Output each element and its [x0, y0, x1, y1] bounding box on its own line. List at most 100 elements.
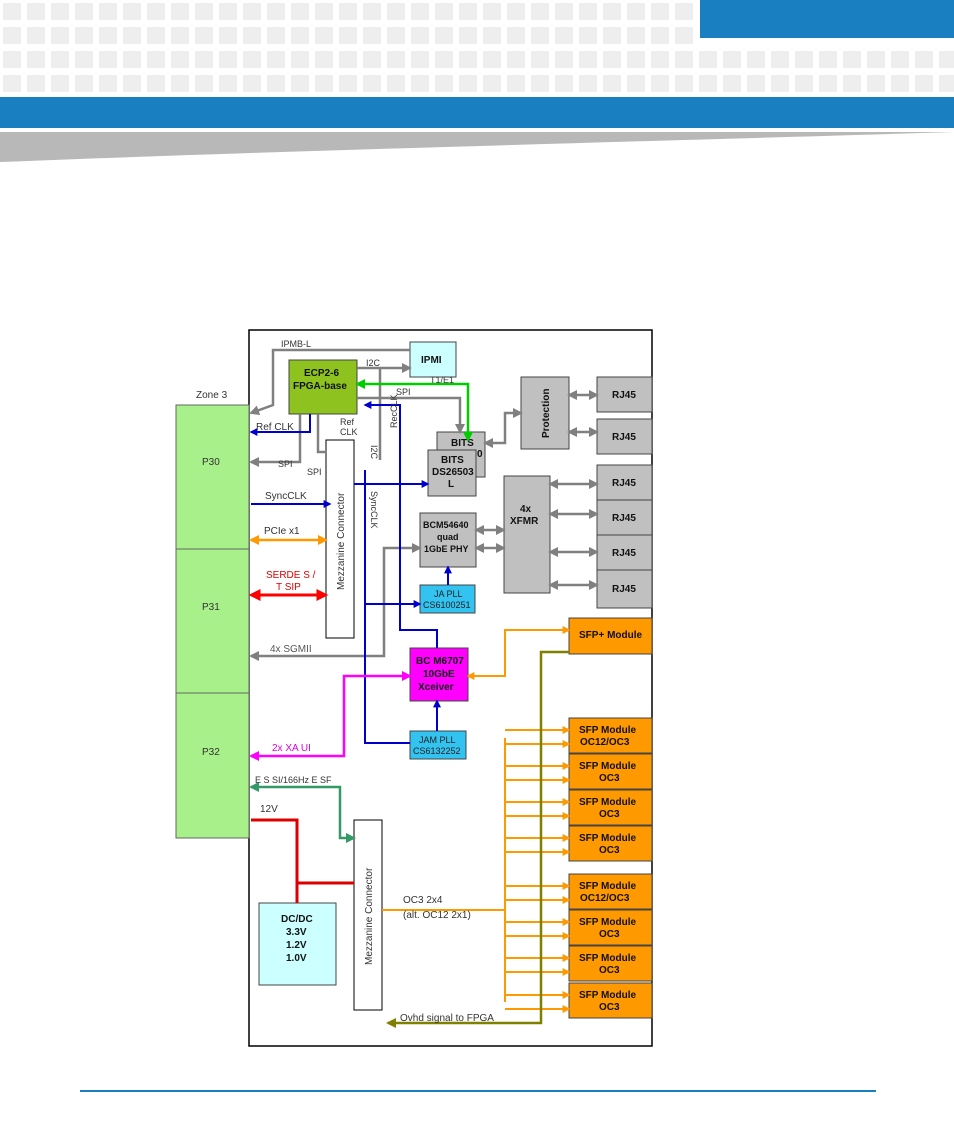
rj45-port: [596, 534, 653, 571]
fpga-line1: ECP2-6: [304, 368, 339, 379]
header-grid-tile: [723, 51, 741, 68]
header-grid-tile: [291, 51, 309, 68]
header-grid-tile: [507, 27, 525, 44]
header-grid-tile: [795, 51, 813, 68]
bits-protection-link: [483, 408, 523, 448]
header-grid-tile: [603, 51, 621, 68]
connector-p31: [175, 548, 250, 694]
phy-line2: quad: [437, 532, 459, 542]
label-syncclk: SyncCLK: [265, 491, 307, 502]
header-grid-tile: [771, 75, 789, 92]
header-grid-tile: [603, 3, 621, 20]
header-grid-tile: [123, 3, 141, 20]
ipmi-label: IPMI: [421, 355, 442, 366]
header-grid-tile: [51, 51, 69, 68]
rj45-port: [596, 376, 653, 413]
header-grid-tile: [507, 51, 525, 68]
header-grid-tile: [627, 75, 645, 92]
header-grid-tile: [843, 51, 861, 68]
label-tsip: T SIP: [276, 582, 301, 593]
sfp-module-line2: OC3: [599, 965, 620, 976]
ja-pll-top-block: [419, 584, 476, 614]
xfmr-line2: XFMR: [510, 516, 539, 527]
header-grid-tile: [579, 27, 597, 44]
spi-left-link: [249, 414, 302, 467]
header-grid-tile: [243, 3, 261, 20]
recclk-link: [363, 401, 438, 648]
header-grid-tile: [387, 3, 405, 20]
header-grid-tile: [507, 3, 525, 20]
header-grid-tile: [627, 3, 645, 20]
header-grid-tile: [675, 27, 693, 44]
mezz-connector-top-label: Mezzanine Connector: [336, 492, 347, 590]
ja-pll-bottom-block: [409, 730, 467, 760]
header-grid-tile: [699, 51, 717, 68]
header-grid-pattern: [3, 3, 954, 92]
header-grid-tile: [267, 27, 285, 44]
header-grid-tile: [843, 75, 861, 92]
header-grid-tile: [891, 75, 909, 92]
dcdc-line4: 1.0V: [286, 953, 307, 964]
fpga-block: [288, 359, 358, 415]
header-grid-tile: [411, 75, 429, 92]
header-grid-tile: [267, 51, 285, 68]
connector-p32: [175, 692, 250, 839]
header-grid-tile: [315, 51, 333, 68]
essi-link: [249, 782, 356, 843]
ja-pll-top-line2: CS6100251: [423, 600, 471, 610]
label-oc3: OC3 2x4: [403, 895, 443, 906]
refclk-left-link: [249, 414, 311, 436]
ja-pll-top-line1: JA PLL: [434, 589, 463, 599]
header-grid-tile: [915, 75, 933, 92]
header-grid-tile: [219, 51, 237, 68]
label-serdes: SERDE S /: [266, 570, 316, 581]
header-grid-tile: [531, 51, 549, 68]
mezz-connector-bottom-label: Mezzanine Connector: [364, 867, 375, 965]
header-grid-tile: [147, 27, 165, 44]
label-refclk-left: Ref CLK: [256, 422, 294, 433]
header-grid-tile: [555, 3, 573, 20]
sfp-module: [568, 982, 653, 1019]
dcdc-line2: 3.3V: [286, 927, 307, 938]
xfmr-line1: 4x: [520, 504, 532, 515]
sgmii-link: [249, 543, 422, 661]
header-grid-tile: [483, 3, 501, 20]
header-brand-bar: [0, 97, 954, 128]
header-grid-tile: [747, 75, 765, 92]
header-grid-tile: [171, 27, 189, 44]
header-grid-tile: [579, 75, 597, 92]
fpga-bits-link: [357, 396, 465, 434]
header-grid-tile: [147, 51, 165, 68]
connector-p31-label: P31: [202, 602, 220, 613]
header-grid-tile: [267, 75, 285, 92]
header-grid-tile: [51, 3, 69, 20]
bits-front-line2: DS26503: [432, 467, 474, 478]
sfp-module-line2: OC3: [599, 809, 620, 820]
rj45-label: RJ45: [612, 548, 636, 559]
bits-front-line1: BITS: [441, 455, 464, 466]
sfp-module: [568, 825, 653, 862]
header-grid-tile: [435, 51, 453, 68]
label-spi-left: SPI: [278, 459, 293, 469]
sfp-module-line1: SFP Module: [579, 990, 636, 1001]
header-grid-tile: [243, 27, 261, 44]
header-grid-tile: [819, 51, 837, 68]
rj45-group: RJ45 RJ45 RJ45 RJ45 RJ45 RJ45: [596, 376, 653, 609]
header-grid-tile: [603, 27, 621, 44]
label-12v: 12V: [260, 804, 278, 815]
bits-back-line2: 0: [477, 449, 483, 460]
bcm-10g-line1: BC M6707: [416, 656, 464, 667]
connector-p30-label: P30: [202, 457, 220, 468]
sfp-module: [568, 789, 653, 826]
header-grid-tile: [507, 75, 525, 92]
header-grid-tile: [147, 3, 165, 20]
header-grid-tile: [27, 51, 45, 68]
label-essi: E S SI/166Hz E SF: [255, 775, 332, 785]
sfp-module: [568, 753, 653, 790]
header-grid-tile: [147, 75, 165, 92]
header-grid-tile: [459, 51, 477, 68]
header-grid-tile: [387, 75, 405, 92]
phy-line3: 1GbE PHY: [424, 544, 469, 554]
header-grid-tile: [603, 75, 621, 92]
header-grid-tile: [219, 75, 237, 92]
